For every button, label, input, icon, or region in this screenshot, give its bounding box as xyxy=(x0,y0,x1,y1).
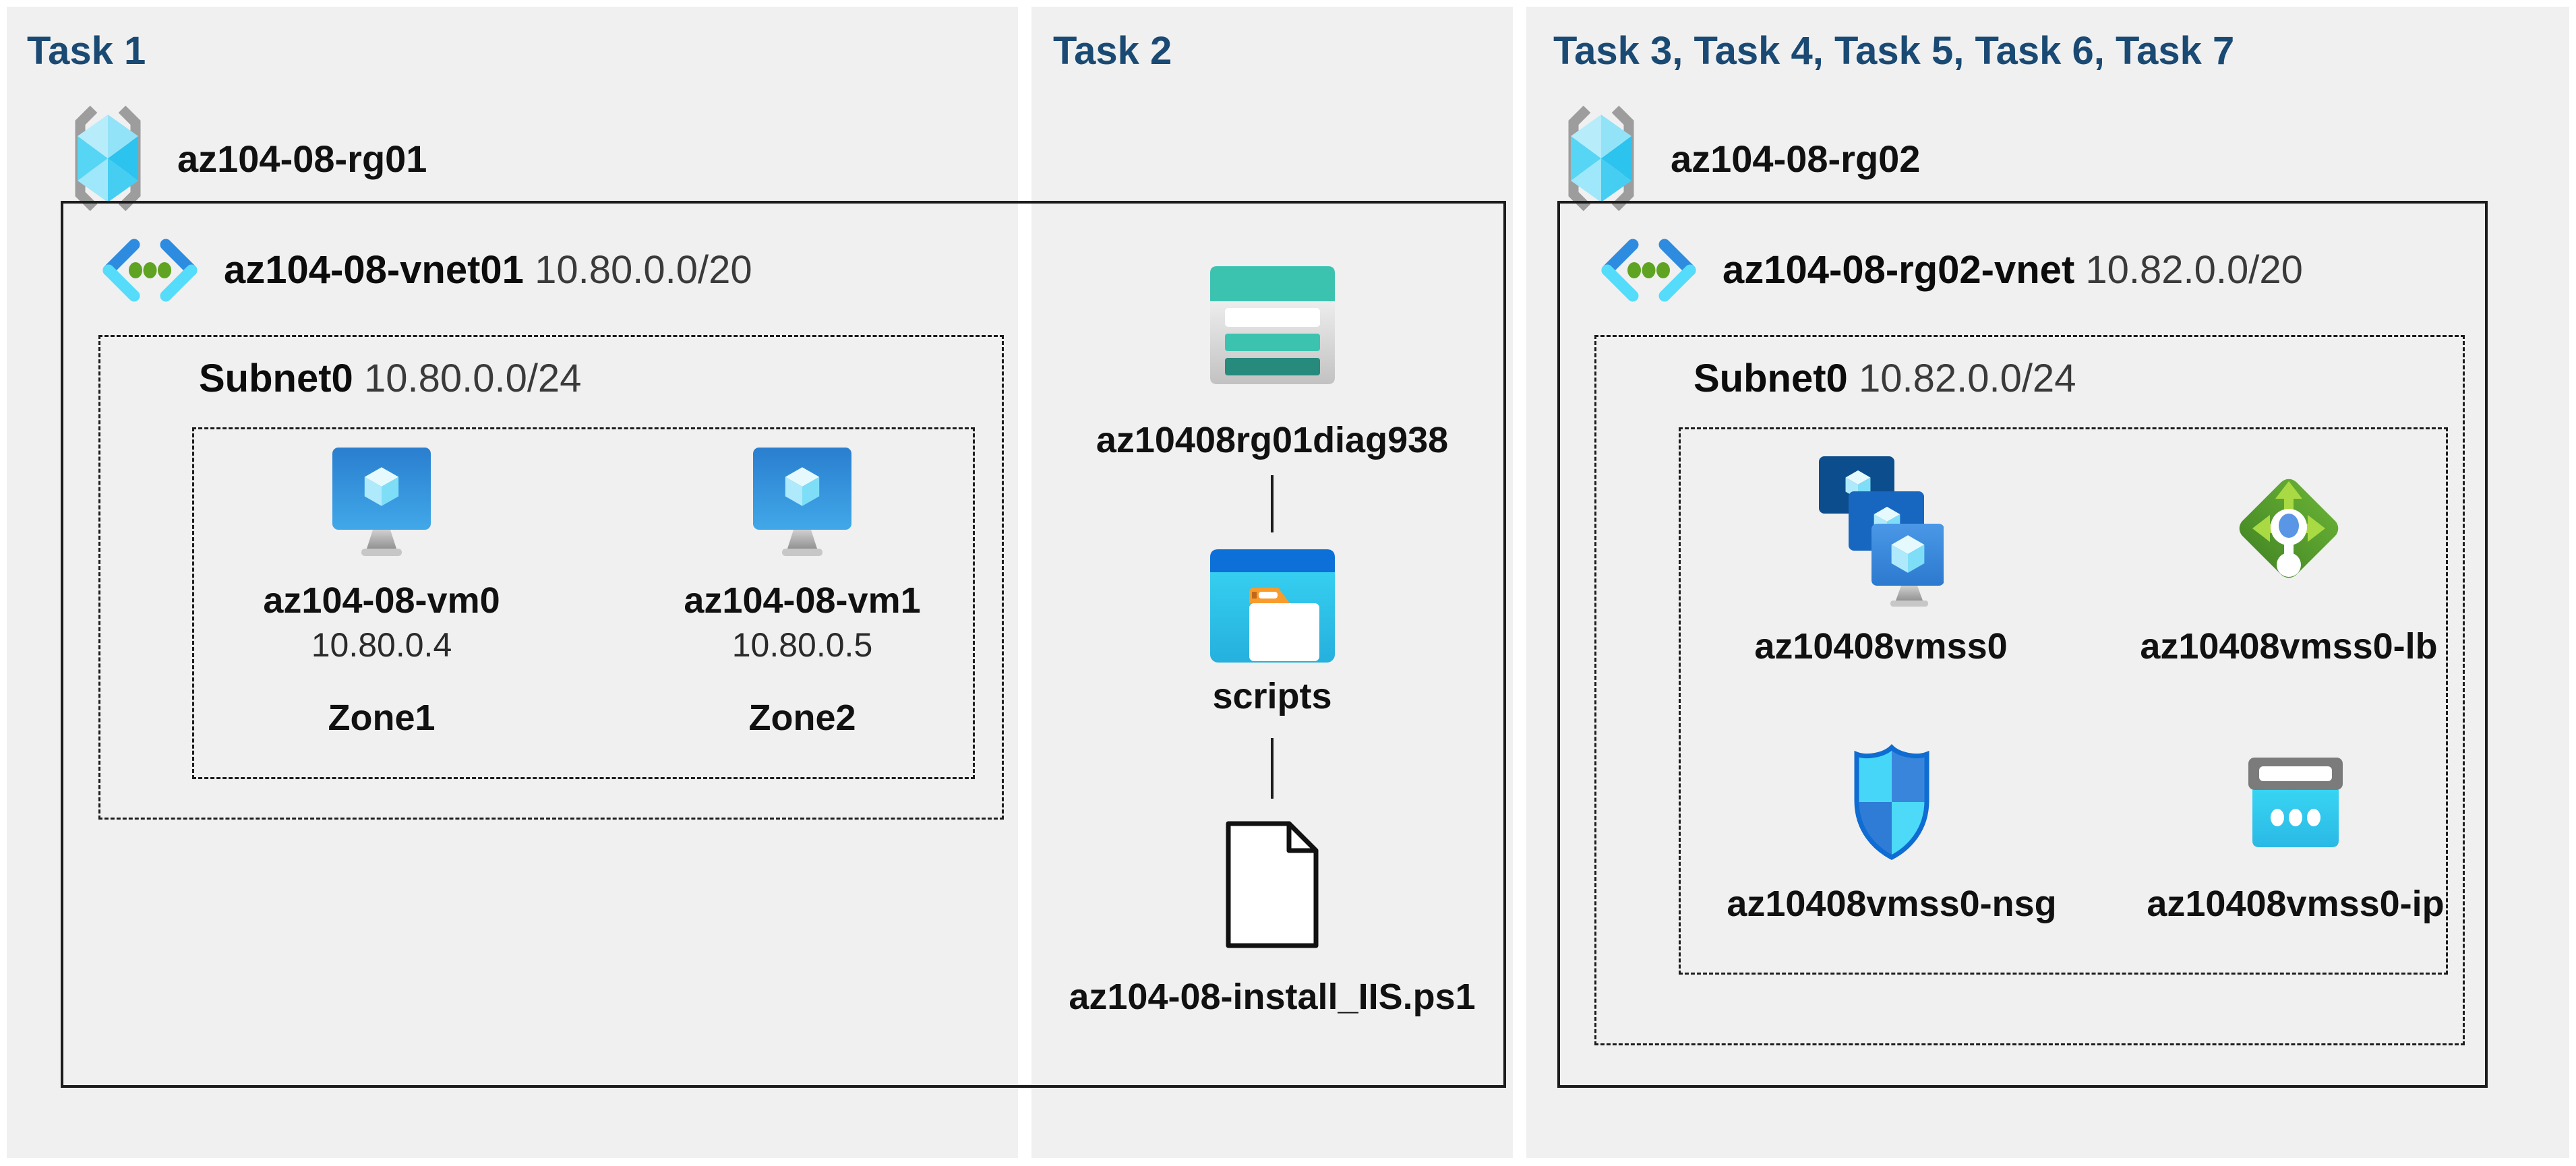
vnet2-label: az104-08-rg02-vnet 10.82.0.0/20 xyxy=(1723,247,2303,293)
vnet1-boundary-box xyxy=(61,201,1506,1088)
subnet2-box xyxy=(1594,335,2465,1045)
public-ip-group: az10408vmss0-ip xyxy=(2127,735,2464,923)
task2-header: Task 2 xyxy=(1053,29,1172,73)
nsg-name: az10408vmss0-nsg xyxy=(1727,884,2057,924)
subnet1-inner-box xyxy=(192,427,975,779)
task3-panel xyxy=(1526,7,2569,1158)
virtual-machine-icon xyxy=(332,448,431,556)
subnet1-box xyxy=(98,335,1004,820)
resource-group-1: az104-08-rg01 xyxy=(64,101,427,216)
resource-group-2: az104-08-rg02 xyxy=(1557,101,1920,216)
vm1-ip: 10.80.0.5 xyxy=(731,626,873,664)
resource-group-name: az104-08-rg02 xyxy=(1671,137,1921,180)
container-name: scripts xyxy=(1212,676,1332,716)
virtual-network-icon xyxy=(1601,239,1696,302)
vnet2-cidr: 10.82.0.0/20 xyxy=(2085,248,2303,292)
nsg-group: az10408vmss0-nsg xyxy=(1723,735,2060,923)
vm1-group: az104-08-vm1 10.80.0.5 Zone2 xyxy=(634,446,971,737)
vmss-name: az10408vmss0 xyxy=(1754,626,2008,667)
task3-header: Task 3, Task 4, Task 5, Task 6, Task 7 xyxy=(1553,29,2235,73)
resource-group-name: az104-08-rg01 xyxy=(177,137,427,180)
subnet1-name: Subnet0 xyxy=(199,357,353,400)
public-ip-name: az10408vmss0-ip xyxy=(2147,884,2445,924)
subnet2-name: Subnet0 xyxy=(1694,357,1848,400)
file-icon xyxy=(1226,821,1319,948)
vmss-group: az10408vmss0 xyxy=(1712,445,2049,666)
resource-group-icon xyxy=(75,105,141,212)
subnet2-label: Subnet0 10.82.0.0/24 xyxy=(1694,356,2076,401)
task1-header: Task 1 xyxy=(27,29,146,73)
load-balancer-icon xyxy=(2239,479,2339,578)
vnet2-row: az104-08-rg02-vnet 10.82.0.0/20 xyxy=(1596,235,2303,305)
subnet2-cidr: 10.82.0.0/24 xyxy=(1858,357,2076,400)
load-balancer-group: az10408vmss0-lb xyxy=(2120,445,2457,666)
vnet1-name: az104-08-vnet01 xyxy=(224,248,524,292)
vm0-ip: 10.80.0.4 xyxy=(311,626,452,664)
vm1-name: az104-08-vm1 xyxy=(684,580,921,621)
nsg-shield-icon xyxy=(1854,744,1929,860)
vm0-zone: Zone1 xyxy=(328,698,436,738)
blob-container-icon xyxy=(1210,549,1335,663)
vm-scale-set-icon xyxy=(1818,456,1944,607)
task1-panel xyxy=(7,7,1018,1158)
vnet1-cidr: 10.80.0.0/20 xyxy=(535,248,752,292)
vnet1-label: az104-08-vnet01 10.80.0.0/20 xyxy=(224,247,752,293)
subnet1-cidr: 10.80.0.0/24 xyxy=(363,357,582,400)
vnet2-boundary-box xyxy=(1557,201,2488,1088)
vm0-group: az104-08-vm0 10.80.0.4 Zone1 xyxy=(213,446,550,737)
connector-line xyxy=(1271,738,1274,799)
subnet2-inner-box xyxy=(1679,427,2448,975)
connector-line xyxy=(1271,475,1274,532)
vm0-name: az104-08-vm0 xyxy=(263,580,500,621)
public-ip-icon xyxy=(2248,757,2343,847)
load-balancer-name: az10408vmss0-lb xyxy=(2140,626,2438,667)
script-file-name: az104-08-install_IIS.ps1 xyxy=(1069,977,1476,1017)
virtual-network-icon xyxy=(102,239,198,302)
storage-account-name: az10408rg01diag938 xyxy=(1096,420,1449,460)
subnet1-label: Subnet0 10.80.0.0/24 xyxy=(199,356,581,401)
vm1-zone: Zone2 xyxy=(748,698,856,738)
virtual-machine-icon xyxy=(753,448,851,556)
storage-account-icon xyxy=(1210,266,1335,384)
resource-group-icon xyxy=(1568,105,1634,212)
vnet1-row: az104-08-vnet01 10.80.0.0/20 xyxy=(98,235,752,305)
vnet2-name: az104-08-rg02-vnet xyxy=(1723,248,2075,292)
